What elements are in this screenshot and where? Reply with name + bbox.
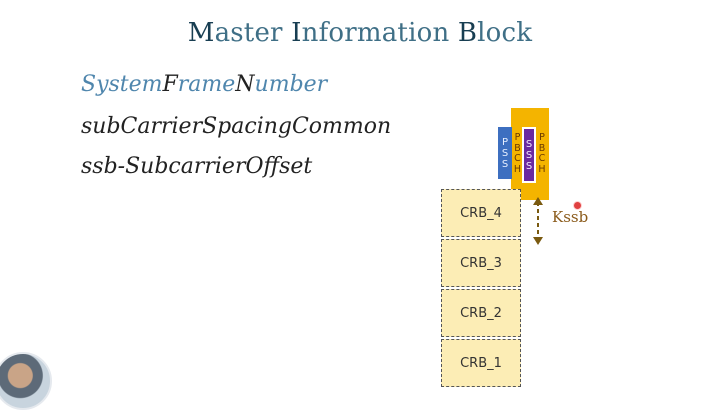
crb-1: CRB_1 <box>441 339 521 387</box>
field1-part-3: rame <box>177 72 236 97</box>
field-ssb-subcarrier-offset: ssb-SubcarrierOffset <box>81 154 313 179</box>
pbch-letter: B <box>514 142 521 154</box>
pss-letter: P <box>501 136 509 148</box>
crb-4: CRB_4 <box>441 189 521 237</box>
presenter-avatar <box>0 352 52 410</box>
title-rest-1: aster <box>214 18 292 48</box>
pss-letter: S <box>501 158 509 170</box>
field1-part-1: System <box>81 72 163 97</box>
field1-part-2: F <box>162 72 178 97</box>
title-rest-3: lock <box>477 18 533 48</box>
kssb-label: Kssb <box>552 208 589 226</box>
field-system-frame-number: SystemFrameNumber <box>81 72 327 97</box>
sss-letter: S <box>525 138 533 150</box>
title-rest-2: nformation <box>301 18 458 48</box>
pbch-letter: C <box>538 153 546 164</box>
pointer-dot <box>573 201 582 210</box>
pbch-letter: P <box>539 132 545 143</box>
sss-letter: S <box>525 160 533 172</box>
pbch-right-label: P B C H <box>536 127 548 181</box>
sss-bar: S S S <box>524 129 534 181</box>
field-subcarrier-spacing-common: subCarrierSpacingCommon <box>81 114 392 139</box>
pbch-letter: B <box>538 142 546 154</box>
pbch-letter: H <box>513 163 522 175</box>
pbch-left-label: P B C H <box>512 127 523 181</box>
pbch-letter: P <box>514 132 521 143</box>
field1-part-5: umber <box>254 72 328 97</box>
crb-3: CRB_3 <box>441 239 521 287</box>
title-cap-3: B <box>457 18 478 48</box>
slide-title: Master Information Block <box>0 18 720 48</box>
pss-bar: P S S <box>498 127 512 179</box>
field1-part-4: N <box>235 72 255 97</box>
title-cap-1: M <box>187 18 215 48</box>
kssb-arrow-icon <box>533 197 543 245</box>
pss-letter: S <box>501 147 509 159</box>
sss-letter: S <box>525 149 533 161</box>
pbch-letter: H <box>538 163 546 175</box>
crb-2: CRB_2 <box>441 289 521 337</box>
title-cap-2: I <box>291 18 302 48</box>
pbch-letter: C <box>514 153 521 164</box>
